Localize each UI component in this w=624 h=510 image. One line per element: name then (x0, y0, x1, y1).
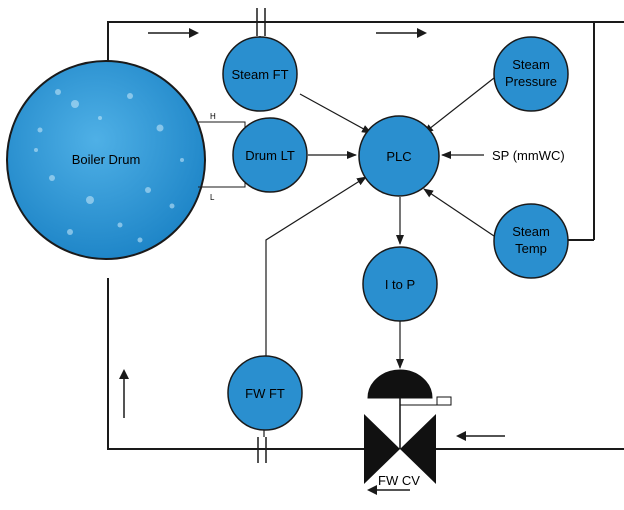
node-drum-lt[interactable]: Drum LT (232, 117, 308, 193)
steam-flow-arrowhead (189, 28, 199, 38)
steam-ft-to-plc (299, 93, 372, 134)
plc-label: PLC (386, 149, 411, 164)
steam-ft-label: Steam FT (231, 67, 288, 82)
steam-temp-label-line1: Steam (512, 224, 550, 239)
drum-bubbles-icon (34, 89, 184, 243)
i-to-p-label: I to P (385, 277, 415, 292)
feedwater-flow-arrowhead (119, 369, 129, 379)
tap-high-label: H (210, 112, 216, 121)
node-steam-temp[interactable]: Steam Temp (493, 203, 569, 279)
valve-positioner-icon (400, 396, 452, 406)
node-steam-pressure[interactable]: Steam Pressure (493, 36, 569, 112)
valve-body-left-icon (364, 414, 400, 484)
node-i-to-p[interactable]: I to P (362, 246, 438, 322)
drum-label: Boiler Drum (72, 152, 141, 167)
feedwater-flow-orifice (257, 437, 267, 463)
drum-lt-label: Drum LT (245, 148, 295, 163)
boiler-drum: Boiler Drum (6, 60, 206, 260)
feedwater-flow-arrowhead (456, 431, 466, 441)
tap-low-label: L (210, 193, 215, 202)
valve-actuator-icon (367, 369, 433, 399)
steam-pressure-to-plc (423, 77, 495, 134)
steam-temp-label-line2: Temp (515, 241, 547, 256)
setpoint-label: SP (mmWC) (492, 148, 565, 163)
valve-label: FW CV (378, 473, 420, 488)
steam-flow-orifice (256, 8, 266, 36)
steam-temp-to-plc (423, 188, 495, 237)
steam-flow-arrowhead (417, 28, 427, 38)
node-plc[interactable]: PLC (358, 115, 440, 197)
fw-ft-to-plc (265, 176, 367, 356)
feedwater-control-valve[interactable]: FW CV (364, 369, 452, 488)
node-fw-ft[interactable]: FW FT (227, 355, 303, 431)
fw-ft-label: FW FT (245, 386, 285, 401)
steam-pressure-label-line1: Steam (512, 57, 550, 72)
feedwater-pipe (107, 278, 624, 450)
valve-body-right-icon (400, 414, 436, 484)
feedwater-flow-arrows (119, 369, 505, 495)
feedwater-flow-arrowhead (367, 485, 377, 495)
node-steam-ft[interactable]: Steam FT (222, 36, 298, 112)
steam-flow-arrows (148, 28, 427, 38)
steam-pressure-label-line2: Pressure (505, 74, 557, 89)
